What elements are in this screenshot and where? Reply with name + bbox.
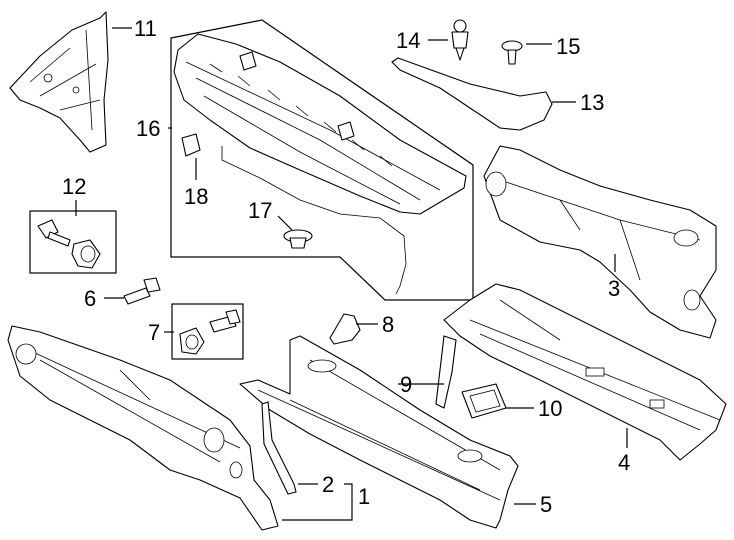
part-5-cowl-panel xyxy=(239,335,519,529)
callout-6: 6 xyxy=(84,286,96,311)
part-15-screw xyxy=(501,40,523,65)
callout-11: 11 xyxy=(134,16,157,41)
part-7-fasteners xyxy=(179,309,241,355)
part-12-fasteners xyxy=(37,219,101,269)
callout-8: 8 xyxy=(382,312,394,337)
part-17-hose xyxy=(221,146,407,295)
part-16-box xyxy=(170,19,474,301)
callout-1: 1 xyxy=(358,484,370,509)
callout-4: 4 xyxy=(618,450,630,475)
callout-2: 2 xyxy=(322,472,334,497)
callout-16: 16 xyxy=(136,116,160,141)
part-4-cowl xyxy=(443,283,727,461)
part-14-pushpin xyxy=(451,19,469,61)
part-13-seal xyxy=(391,57,553,131)
part-17-pushpin xyxy=(283,229,313,249)
callout-10: 10 xyxy=(538,396,562,421)
part-18-clip xyxy=(181,133,201,157)
callout-14: 14 xyxy=(396,28,420,53)
part-10-bracket xyxy=(461,383,507,419)
callout-15: 15 xyxy=(556,34,580,59)
part-1-dash-panel xyxy=(7,325,279,531)
callout-12: 12 xyxy=(62,174,86,199)
leader-lines xyxy=(75,27,628,521)
callout-13: 13 xyxy=(580,90,604,115)
callout-3: 3 xyxy=(608,276,620,301)
part-2-strip xyxy=(261,401,297,495)
callout-7: 7 xyxy=(148,320,160,345)
part-6-bolt xyxy=(123,277,161,305)
part-12-box xyxy=(29,210,117,274)
callout-18: 18 xyxy=(184,184,208,209)
callout-5: 5 xyxy=(540,492,552,517)
callout-17: 17 xyxy=(248,198,272,223)
callout-9: 9 xyxy=(400,372,412,397)
part-9-bracket xyxy=(435,335,457,409)
part-16-cowl-panel xyxy=(173,33,467,215)
part-3-dash-panel xyxy=(483,145,717,339)
part-11-bracket xyxy=(9,11,109,153)
part-16-clips xyxy=(239,51,355,141)
part-8-bracket xyxy=(329,313,361,345)
